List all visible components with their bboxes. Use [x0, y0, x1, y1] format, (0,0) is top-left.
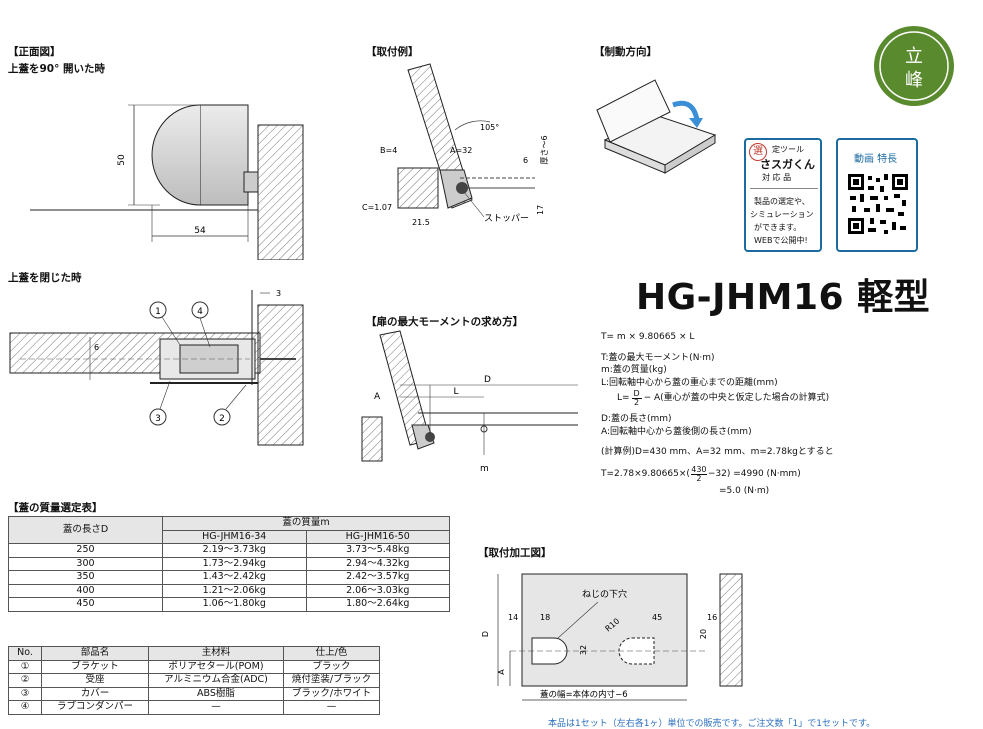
mass-col-mass: 蓋の質量m — [162, 516, 450, 531]
parts-header-name: 部品名 — [41, 646, 149, 661]
callout-4: 4 — [197, 307, 203, 317]
parts-header-finish: 仕上/色 — [283, 646, 380, 661]
mount-6: 6 — [523, 156, 528, 165]
logo-char-2: 峰 — [905, 70, 923, 91]
front-view-subtitle: 上蓋を90° 開いた時 — [8, 63, 106, 75]
product-title: HG-JHM16 軽型 — [636, 277, 931, 318]
formula-line1: T= m × 9.80665 × L — [601, 332, 695, 342]
formula-line5b: − A(重心が蓋の中央と仮定した場合の計算式) — [643, 392, 830, 403]
company-logo: 立 峰 — [874, 26, 954, 106]
formula-line5-num: D — [633, 388, 640, 398]
tool-badge-body-4: WEBで公開中! — [754, 236, 808, 245]
closed-view-drawing: 3 6 1 4 3 2 — [9, 289, 304, 446]
moment-drawing: A L D m — [361, 330, 578, 474]
closed-dim-6: 6 — [94, 343, 99, 352]
callout-2: 2 — [219, 414, 225, 424]
moment-a: A — [374, 392, 381, 402]
formula-line9-den: 2 — [696, 474, 702, 483]
formula-line3: m:蓋の質量(kg) — [601, 365, 667, 375]
braking-title: 【制動方向】 — [594, 46, 657, 58]
tool-badge-body-1: 製品の選定や、 — [754, 197, 810, 206]
formula-line9b: −32) =4990 (N·mm) — [707, 469, 801, 480]
mount-example-drawing: 105° B=4 A=32 C=1.07 21.5 6 厚さ～6 17 ストッパ… — [362, 63, 549, 227]
mass-model-34: HG-JHM16-34 — [162, 529, 307, 544]
mach-14: 14 — [508, 613, 518, 622]
tool-badge-line2: さスガくん — [760, 158, 815, 171]
logo-char-1: 立 — [905, 46, 923, 67]
callout-1: 1 — [155, 307, 161, 317]
moment-l: L — [453, 387, 458, 397]
mach-18: 18 — [540, 613, 550, 622]
mount-215: 21.5 — [412, 218, 430, 227]
video-badge-title: 動画 特長 — [854, 154, 898, 165]
formula-line2: T:蓋の最大モーメント(N·m) — [601, 352, 715, 363]
mount-a: A=32 — [450, 146, 472, 155]
closed-dim-3: 3 — [276, 289, 281, 298]
mach-45: 45 — [652, 613, 662, 622]
qr-code-icon — [846, 172, 910, 236]
parts-header-material: 主材料 — [148, 646, 284, 661]
mount-thickness: 厚さ～6 — [540, 135, 549, 164]
mount-angle: 105° — [480, 123, 499, 132]
formula-line10: =5.0 (N·m) — [719, 485, 770, 496]
tool-badge-line3: 対 応 品 — [762, 173, 792, 182]
tool-badge-line1: 定ツール — [772, 145, 804, 154]
formula-line5a: L= — [617, 392, 630, 403]
moment-m: m — [480, 464, 489, 474]
tool-badge-body-3: ができます。 — [754, 223, 802, 232]
mass-col-length: 蓋の長さD — [8, 516, 163, 544]
moment-title: 【扉の最大モーメントの求め方】 — [366, 316, 524, 328]
mass-table-title: 【蓋の質量選定表】 — [8, 502, 103, 514]
formula-line8: (計算例)D=430 mm、A=32 mm、m=2.78kgとすると — [601, 447, 834, 457]
callout-3: 3 — [155, 414, 161, 424]
mount-c: C=1.07 — [362, 203, 392, 212]
front-dim-height: 50 — [117, 154, 127, 166]
tool-badge[interactable]: 選 定ツール さスガくん 対 応 品 製品の選定や、 シミュレーション ができま… — [744, 138, 822, 252]
mach-a: A — [497, 669, 506, 675]
mach-d: D — [481, 631, 490, 637]
mach-32: 32 — [579, 645, 588, 655]
parts-header-no: No. — [8, 646, 42, 661]
formula-line6: D:蓋の長さ(mm) — [601, 414, 672, 424]
tool-badge-body-2: シミュレーション — [750, 210, 814, 219]
formula-line9a: T=2.78×9.80665×( — [601, 469, 690, 480]
front-dim-width: 54 — [194, 226, 206, 236]
mach-width-note: 蓋の幅=本体の内寸−6 — [540, 689, 628, 700]
select-mark-icon: 選 — [749, 143, 767, 161]
closed-view-title: 上蓋を閉じた時 — [8, 272, 82, 284]
mount-stopper: ストッパー — [484, 213, 529, 224]
mass-model-50: HG-JHM16-50 — [305, 529, 450, 544]
formula-line7: A:回転軸中心から蓋後側の長さ(mm) — [601, 426, 752, 437]
front-view-drawing: 50 54 — [30, 104, 304, 260]
mount-b: B=4 — [380, 146, 397, 155]
video-badge[interactable]: 動画 特長 — [836, 138, 918, 252]
formula-line9-num: 430 — [691, 465, 707, 474]
mach-screw: ねじの下穴 — [582, 588, 627, 600]
formula-block: T= m × 9.80665 × L T:蓋の最大モーメント(N·m) m:蓋の… — [601, 331, 834, 497]
machining-title: 【取付加工図】 — [478, 547, 552, 559]
braking-drawing — [596, 79, 717, 174]
mount-example-title: 【取付例】 — [366, 46, 419, 58]
footer-note: 本品は1セット（左右各1ヶ）単位での販売です。ご注文数「1」で1セットです。 — [548, 719, 876, 729]
mach-16: 16 — [707, 613, 717, 622]
formula-line4: L:回転軸中心から蓋の重心までの距離(mm) — [601, 377, 778, 388]
formula-line5-den: 2 — [634, 397, 640, 407]
mount-17: 17 — [536, 205, 545, 215]
front-view-title: 【正面図】 — [8, 46, 61, 58]
moment-d: D — [484, 375, 491, 385]
machining-drawing: D A 14 18 32 45 R10 16 20 ねじの下穴 蓋の幅=本体の内… — [481, 573, 743, 701]
mach-20: 20 — [699, 629, 708, 639]
